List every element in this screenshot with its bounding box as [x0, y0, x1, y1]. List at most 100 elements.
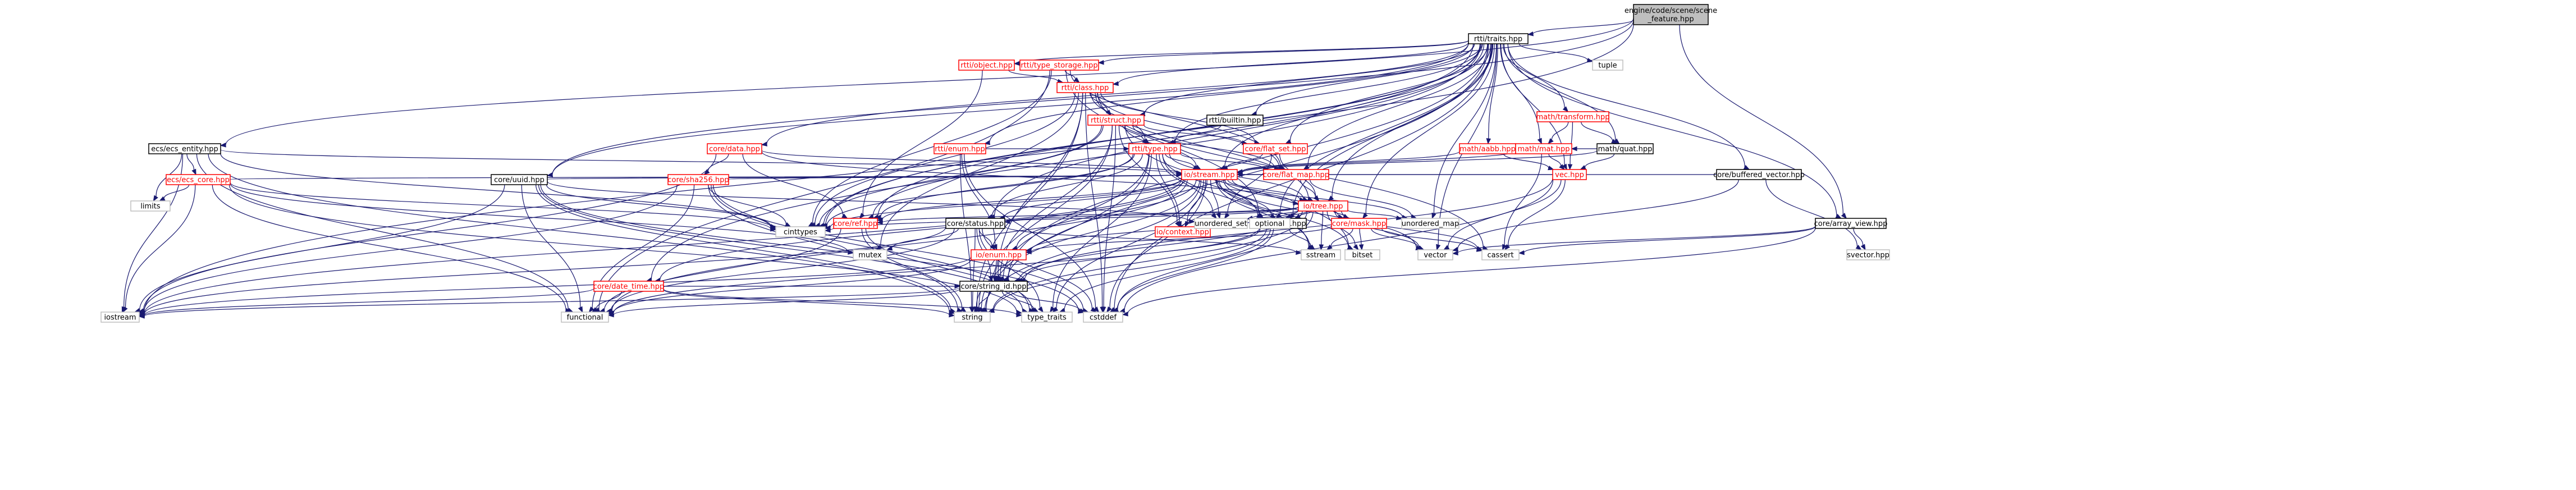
node-label: ecs/ecs_entity.hpp	[151, 145, 218, 154]
edge-core_array_view-to-cassert	[1518, 226, 1816, 255]
edge-core_array_view-to-svector	[1853, 228, 1866, 251]
edge-core_data-to-core_sha256	[703, 153, 729, 175]
edge-core_mask-to-cassert	[1381, 228, 1483, 252]
node-label: core/sha256.hpp	[667, 176, 729, 185]
node-tuple: tuple	[1592, 59, 1623, 71]
edge-io_enum-to-core_string_id	[992, 259, 999, 282]
node-rtti-enum[interactable]: rtti/enum.hpp	[934, 143, 986, 154]
node-label: rtti/type.hpp	[1132, 145, 1177, 154]
node-core-flat-map[interactable]: core/flat_map.hpp	[1263, 169, 1329, 180]
edge-core_uuid-to-functional	[521, 184, 583, 313]
node-label: core/uuid.hpp	[494, 176, 545, 185]
node-math-mat[interactable]: math/mat.hpp	[1515, 143, 1572, 154]
edge-math_aabb-to-vec	[1503, 153, 1554, 171]
edge-vec-to-vector	[1443, 179, 1562, 250]
node-math-aabb[interactable]: math/aabb.hpp	[1459, 143, 1516, 154]
node-math-quat[interactable]: math/quat.hpp	[1596, 143, 1654, 154]
node-core-uuid[interactable]: core/uuid.hpp	[491, 174, 548, 185]
edge-core_log-to-sstream	[1289, 228, 1316, 250]
node-label: rtti/enum.hpp	[935, 145, 985, 154]
node-root[interactable]: engine/code/scene/scene_feature.hpp	[1625, 4, 1717, 25]
edge-math_quat-to-math_mat	[1571, 146, 1598, 152]
node-label: core/data.hpp	[709, 145, 760, 154]
node-label: core/string_id.hpp	[960, 283, 1026, 291]
node-rtti-type[interactable]: rtti/type.hpp	[1128, 143, 1181, 154]
node-core-mask[interactable]: core/mask.hpp	[1331, 218, 1387, 229]
node-label: limits	[140, 203, 161, 211]
node-label: unordered_set	[1195, 220, 1247, 228]
node-io-context[interactable]: io/context.hpp	[1155, 226, 1211, 237]
node-rtti-struct[interactable]: rtti/struct.hpp	[1087, 115, 1145, 126]
node-label: cinttypes	[784, 228, 817, 237]
node-label: tuple	[1598, 62, 1617, 70]
edge-core_sha256-to-io_stream	[728, 172, 1183, 180]
edge-core_mask-to-vector	[1371, 228, 1424, 250]
edge-math_transform-to-math_quat	[1581, 121, 1618, 144]
node-io-enum[interactable]: io/enum.hpp	[971, 249, 1027, 260]
edge-rtti_traits-to-rtti_object	[1013, 40, 1469, 66]
edge-core_sha256-to-cinttypes	[708, 184, 791, 227]
edge-core_mask-to-bitset	[1358, 228, 1364, 251]
edge-root-to-rtti_traits	[1527, 19, 1634, 36]
node-ecs-entity[interactable]: ecs/ecs_entity.hpp	[148, 143, 221, 154]
node-core-buffered-vector[interactable]: core/buffered_vector.hpp	[1713, 169, 1805, 180]
edge-core_string_id-to-string	[975, 291, 991, 313]
edge-rtti_type-to-type_traits	[1050, 153, 1152, 313]
node-math-transform[interactable]: math/transform.hpp	[1536, 111, 1610, 122]
node-rtti-builtin[interactable]: rtti/builtin.hpp	[1206, 115, 1264, 126]
edge-rtti_traits-to-core_flat_set	[1284, 43, 1489, 144]
node-vec[interactable]: vec.hpp	[1552, 169, 1587, 180]
node-core-flat-set[interactable]: core/flat_set.hpp	[1243, 143, 1308, 154]
edge-rtti_traits-to-core_buffered_vector	[1507, 43, 1750, 170]
node-label: math/transform.hpp	[1536, 113, 1610, 122]
edge-io_stream-to-string	[980, 179, 1202, 313]
node-label: io/tree.hpp	[1303, 203, 1343, 211]
node-rtti-object[interactable]: rtti/object.hpp	[958, 59, 1015, 71]
node-limits: limits	[130, 200, 171, 212]
node-io-tree[interactable]: io/tree.hpp	[1298, 200, 1348, 212]
edge-io_tree-to-sstream	[1319, 210, 1324, 251]
edge-core_uuid-to-string	[536, 184, 957, 313]
edge-rtti_object-to-core_ref	[859, 70, 983, 219]
node-unordered-map: unordered_map	[1401, 218, 1459, 229]
edge-vec-to-cstddef	[1119, 179, 1554, 313]
node-mutex: mutex	[853, 249, 887, 260]
node-label: cstddef	[1090, 314, 1117, 322]
edge-rtti_enum-to-rtti_type	[985, 146, 1130, 152]
node-core-status[interactable]: core/status.hpp	[945, 218, 1005, 229]
node-rtti-class[interactable]: rtti/class.hpp	[1056, 82, 1114, 93]
node-ecs-core[interactable]: ecs/ecs_core.hpp	[166, 174, 231, 185]
node-label: svector.hpp	[1847, 251, 1889, 260]
node-label: bitset	[1352, 251, 1373, 260]
edge-math_transform-to-vec	[1567, 121, 1573, 171]
edge-ecs_entity-to-ecs_core	[186, 153, 196, 176]
node-core-data[interactable]: core/data.hpp	[707, 143, 762, 154]
edge-core_ref-to-functional	[598, 228, 841, 313]
node-core-ref[interactable]: core/ref.hpp	[833, 218, 878, 229]
edge-rtti_enum-to-io_enum	[961, 153, 998, 251]
edge-core_buffered_vector-to-svector	[1765, 179, 1862, 250]
edge-rtti_traits-to-rtti_builtin	[1250, 43, 1483, 116]
node-core-array-view[interactable]: core/array_view.hpp	[1814, 218, 1888, 229]
node-label: optional	[1255, 220, 1285, 228]
edge-rtti_traits-to-math_quat	[1503, 43, 1620, 144]
node-core-string-id[interactable]: core/string_id.hpp	[959, 281, 1028, 292]
node-unordered-set: unordered_set	[1194, 218, 1248, 229]
node-label: functional	[567, 314, 603, 322]
edge-core_sha256-to-iostream	[138, 184, 678, 314]
node-io-stream[interactable]: io/stream.hpp	[1181, 169, 1238, 180]
edge-core_string_id-to-iostream	[138, 287, 960, 319]
node-core-date-time[interactable]: core/date_time.hpp	[593, 281, 665, 292]
edge-core_date_time-to-string	[663, 289, 955, 318]
node-label: string	[962, 314, 982, 322]
edge-io_stream-to-core_date_time	[654, 179, 1184, 283]
edge-rtti_struct-to-cstddef	[1101, 125, 1117, 313]
node-rtti-traits[interactable]: rtti/traits.hpp	[1468, 33, 1529, 44]
node-label: rtti/type_storage.hpp	[1021, 62, 1097, 70]
node-label: cassert	[1487, 251, 1513, 260]
edge-core_status-to-type_traits	[978, 228, 1044, 313]
node-label: _feature.hpp	[1647, 15, 1694, 24]
node-core-sha256[interactable]: core/sha256.hpp	[667, 174, 729, 185]
node-rtti-type-storage[interactable]: rtti/type_storage.hpp	[1019, 59, 1099, 71]
